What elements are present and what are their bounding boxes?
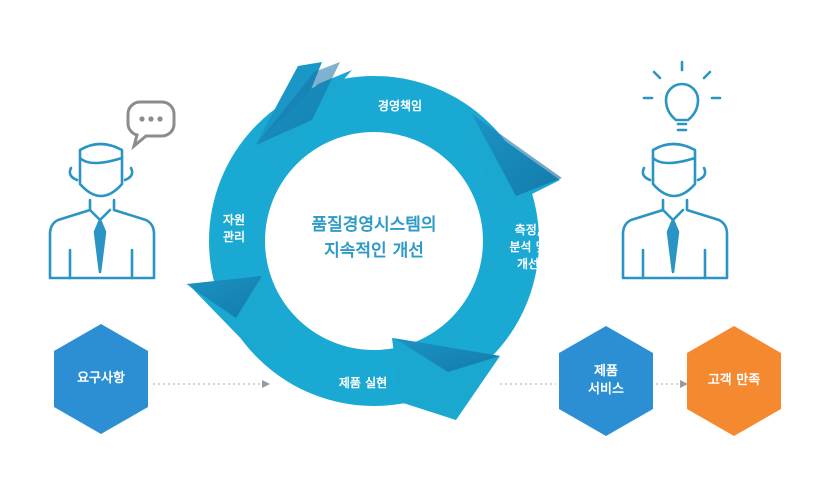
hexagon-product-service <box>559 326 653 436</box>
businessman-icon <box>48 142 156 280</box>
lightbulb-idea-icon <box>642 60 722 132</box>
cycle-center-title: 품질경영시스템의 지속적인 개선 <box>311 215 437 261</box>
cycle-ring <box>186 62 562 420</box>
hexagon-requirements <box>54 324 148 434</box>
product-service-label: 제품 서비스 <box>588 364 624 397</box>
cycle-step-measurement-analysis-improvement: 측정, 분석 및 개선 <box>509 223 547 271</box>
customer-satisfaction-label: 고객 만족 <box>707 373 761 388</box>
cycle-step-product-realization: 제품 실현 <box>338 376 388 390</box>
requirements-label: 요구사항 <box>77 371 125 386</box>
cycle-step-management-responsibility: 경영책임 <box>377 99 423 113</box>
speech-bubble-icon <box>126 100 176 151</box>
businessman-icon <box>621 142 729 280</box>
flow-connectors <box>153 380 688 388</box>
hexagon-customer-satisfaction <box>687 326 781 436</box>
cycle-step-resource-management: 자원 관리 <box>222 213 246 244</box>
